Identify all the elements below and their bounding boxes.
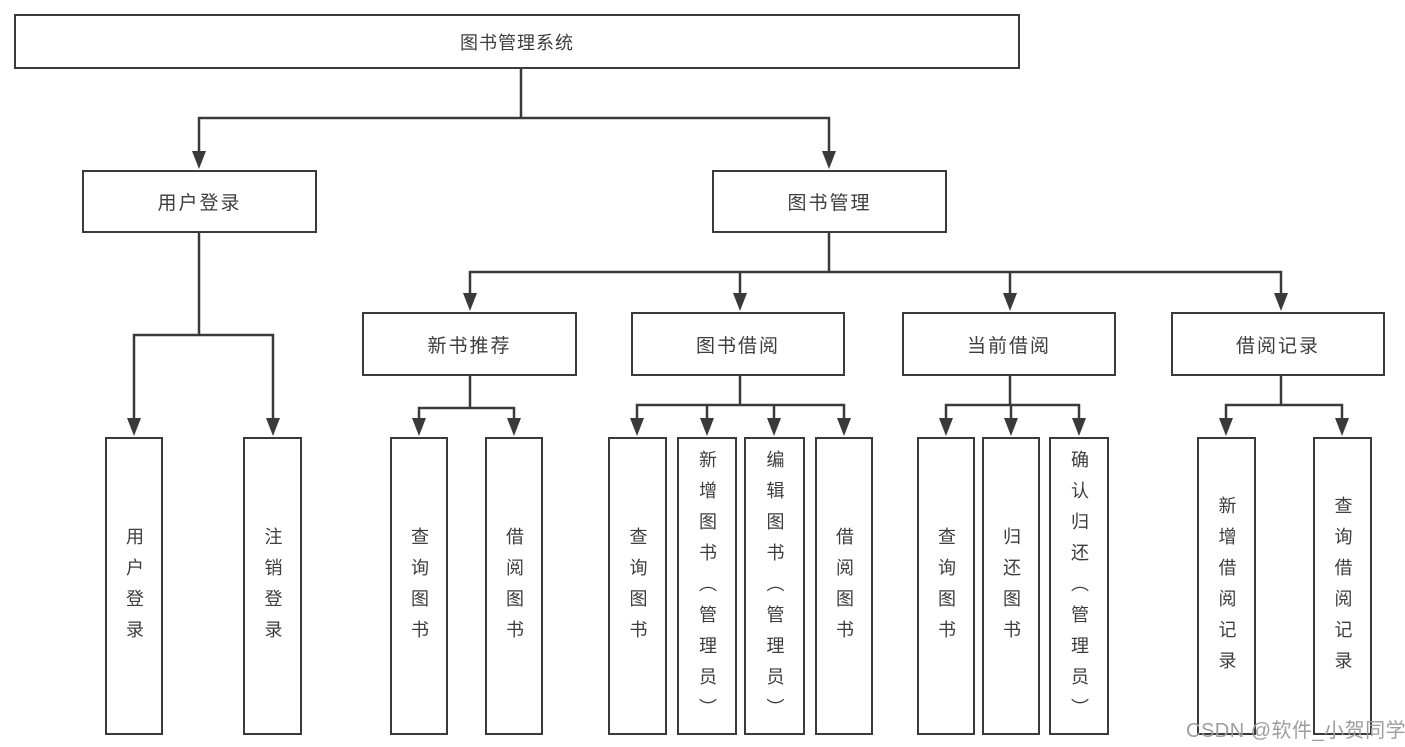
leaf-query-books-3-label: 查询图书 (936, 527, 956, 651)
leaf-logout-label: 注销登录 (262, 527, 283, 651)
leaf-borrow-books-1-label: 借阅图书 (504, 527, 524, 651)
leaf-confirm-return-admin: 确认归还（管理员） (1049, 437, 1109, 735)
leaf-query-borrow-record-label: 查询借阅记录 (1332, 496, 1353, 682)
leaf-confirm-return-admin-label: 确认归还（管理员） (1069, 449, 1089, 729)
leaf-add-books-admin-label: 新增图书（管理员） (697, 449, 717, 729)
leaf-query-books-2-label: 查询图书 (627, 527, 648, 651)
arrowheads (127, 151, 1349, 436)
node-borrow-records: 借阅记录 (1171, 312, 1385, 376)
node-book-management-label: 图书管理 (787, 193, 872, 214)
leaf-query-books-2: 查询图书 (608, 437, 667, 735)
leaf-edit-books-admin: 编辑图书（管理员） (744, 437, 805, 735)
leaf-add-books-admin: 新增图书（管理员） (677, 437, 737, 735)
node-current-borrow-label: 当前借阅 (966, 335, 1051, 357)
leaf-logout: 注销登录 (243, 437, 302, 735)
node-root-label: 图书管理系统 (460, 32, 574, 53)
node-borrow-records-label: 借阅记录 (1235, 335, 1320, 357)
leaf-user-login-label: 用户登录 (124, 527, 144, 651)
leaf-edit-books-admin-label: 编辑图书（管理员） (764, 449, 785, 729)
leaf-query-books-3: 查询图书 (917, 437, 975, 735)
leaf-borrow-books-2-label: 借阅图书 (834, 527, 854, 651)
leaf-query-borrow-record: 查询借阅记录 (1313, 437, 1372, 735)
node-new-book-recommend-label: 新书推荐 (427, 335, 512, 357)
node-root: 图书管理系统 (14, 14, 1020, 69)
leaf-query-books-1-label: 查询图书 (409, 527, 429, 651)
node-book-borrow-label: 图书借阅 (695, 335, 780, 357)
leaf-borrow-books-2: 借阅图书 (815, 437, 873, 735)
leaf-add-borrow-record-label: 新增借阅记录 (1216, 496, 1237, 682)
node-user-login-label: 用户登录 (157, 193, 242, 214)
leaf-return-books: 归还图书 (982, 437, 1040, 735)
leaf-return-books-label: 归还图书 (1001, 527, 1021, 651)
node-current-borrow: 当前借阅 (902, 312, 1116, 376)
node-new-book-recommend: 新书推荐 (362, 312, 577, 376)
leaf-user-login: 用户登录 (105, 437, 163, 735)
leaf-borrow-books-1: 借阅图书 (485, 437, 543, 735)
watermark: CSDN @软件_小贺同学 (1186, 720, 1405, 742)
leaf-query-books-1: 查询图书 (390, 437, 448, 735)
node-book-management: 图书管理 (712, 170, 947, 233)
node-book-borrow: 图书借阅 (631, 312, 845, 376)
leaf-add-borrow-record: 新增借阅记录 (1197, 437, 1256, 735)
node-user-login: 用户登录 (82, 170, 317, 233)
